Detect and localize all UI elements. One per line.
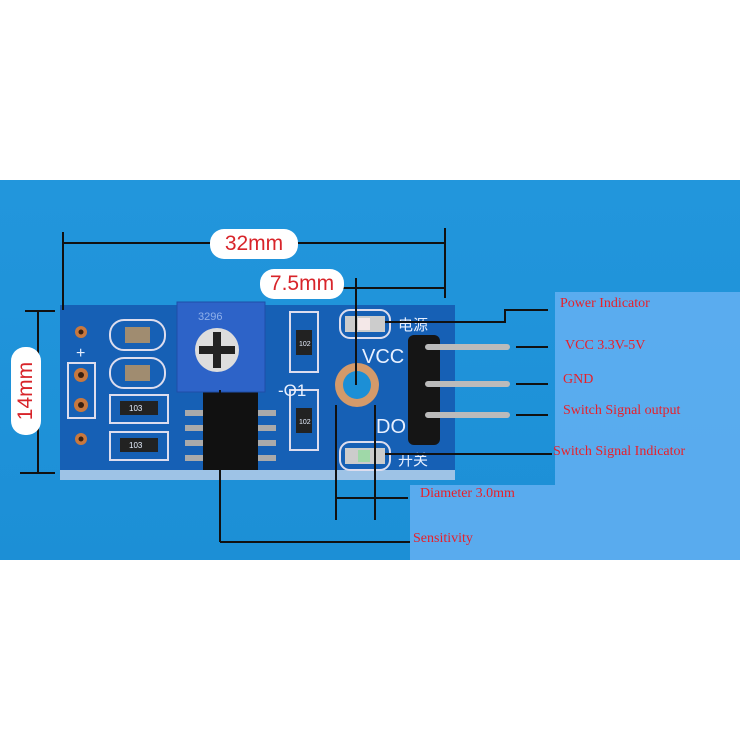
svg-text:103: 103 [129, 404, 143, 413]
svg-text:103: 103 [129, 441, 143, 450]
pin-header [408, 335, 440, 445]
diameter-label: Diameter 3.0mm [420, 486, 515, 501]
switch-output-label: Switch Signal output [563, 403, 681, 418]
width-dimension-label: 32mm [210, 229, 298, 259]
svg-text:-O1: -O1 [278, 381, 306, 400]
svg-text:102: 102 [299, 341, 311, 348]
sensor-board-illustration: + 103 103 102 102 3296 -O1 电源 VCC DO 开关 [20, 228, 552, 543]
comparator-ic [203, 392, 258, 470]
svg-text:DO: DO [376, 416, 406, 438]
svg-text:开关: 开关 [398, 452, 428, 469]
switch-indicator-label: Switch Signal Indicator [553, 444, 686, 459]
callout-panel-bottom [410, 485, 555, 560]
callout-panel-right [555, 292, 740, 560]
height-dimension-label: 14mm [11, 347, 41, 435]
smd-components [109, 311, 319, 461]
svg-text:102: 102 [299, 419, 311, 426]
product-photo: + 103 103 102 102 3296 -O1 电源 VCC DO 开关 [0, 180, 740, 560]
svg-text:电源: 电源 [398, 317, 428, 334]
svg-text:3296: 3296 [198, 311, 222, 323]
svg-text:VCC: VCC [362, 346, 404, 368]
plus-label: + [76, 345, 85, 362]
power-indicator-label: Power Indicator [560, 296, 650, 311]
sensitivity-label: Sensitivity [413, 531, 473, 546]
hole-spacing-label: 7.5mm [260, 269, 344, 299]
gnd-label: GND [563, 372, 594, 387]
vcc-label: VCC 3.3V-5V [565, 338, 646, 353]
